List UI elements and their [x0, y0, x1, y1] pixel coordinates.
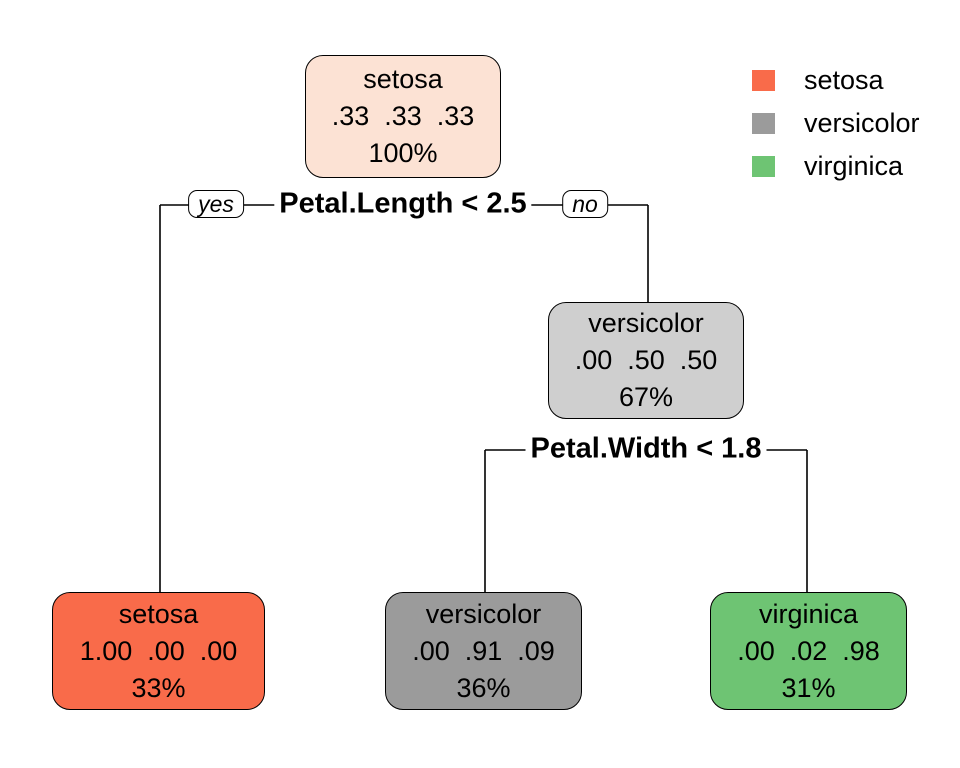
node-coverage: 33% [131, 672, 186, 703]
node-leaf-setosa: setosa 1.00 .00 .00 33% [52, 592, 265, 710]
node-probabilities: .00 .91 .09 [412, 635, 555, 666]
legend-label: versicolor [804, 108, 920, 138]
legend-swatch-virginica [752, 155, 775, 177]
legend-item-versicolor: versicolor [752, 108, 920, 138]
yes-branch-tag: yes [188, 190, 244, 218]
node-leaf-versicolor: versicolor .00 .91 .09 36% [385, 592, 582, 710]
no-branch-tag: no [562, 190, 608, 218]
split-label-petal-length: Petal.Length < 2.5 [274, 187, 532, 221]
split-label-petal-width: Petal.Width < 1.8 [525, 432, 767, 466]
node-coverage: 67% [618, 382, 674, 412]
legend-swatch-versicolor [752, 112, 775, 134]
legend-label: virginica [804, 151, 904, 181]
node-root: setosa .33 .33 .33 100% [305, 55, 501, 178]
node-probabilities: .00 .50 .50 [574, 345, 718, 375]
legend-item-setosa: setosa [752, 65, 920, 95]
node-coverage: 36% [456, 672, 511, 703]
node-leaf-virginica: virginica .00 .02 .98 31% [710, 592, 907, 710]
node-coverage: 100% [368, 138, 438, 168]
node-coverage: 31% [781, 672, 836, 703]
node-probabilities: 1.00 .00 .00 [79, 635, 238, 666]
node-internal-versicolor: versicolor .00 .50 .50 67% [548, 302, 744, 419]
node-class-label: virginica [758, 598, 859, 629]
node-probabilities: .33 .33 .33 [331, 101, 475, 131]
node-class-label: versicolor [425, 598, 542, 629]
node-class-label: setosa [363, 64, 443, 94]
node-probabilities: .00 .02 .98 [737, 635, 880, 666]
legend: setosa versicolor virginica [752, 65, 920, 181]
node-class-label: versicolor [588, 308, 704, 338]
legend-swatch-setosa [752, 69, 775, 91]
legend-item-virginica: virginica [752, 151, 920, 181]
legend-label: setosa [804, 65, 884, 95]
node-class-label: setosa [118, 598, 199, 629]
